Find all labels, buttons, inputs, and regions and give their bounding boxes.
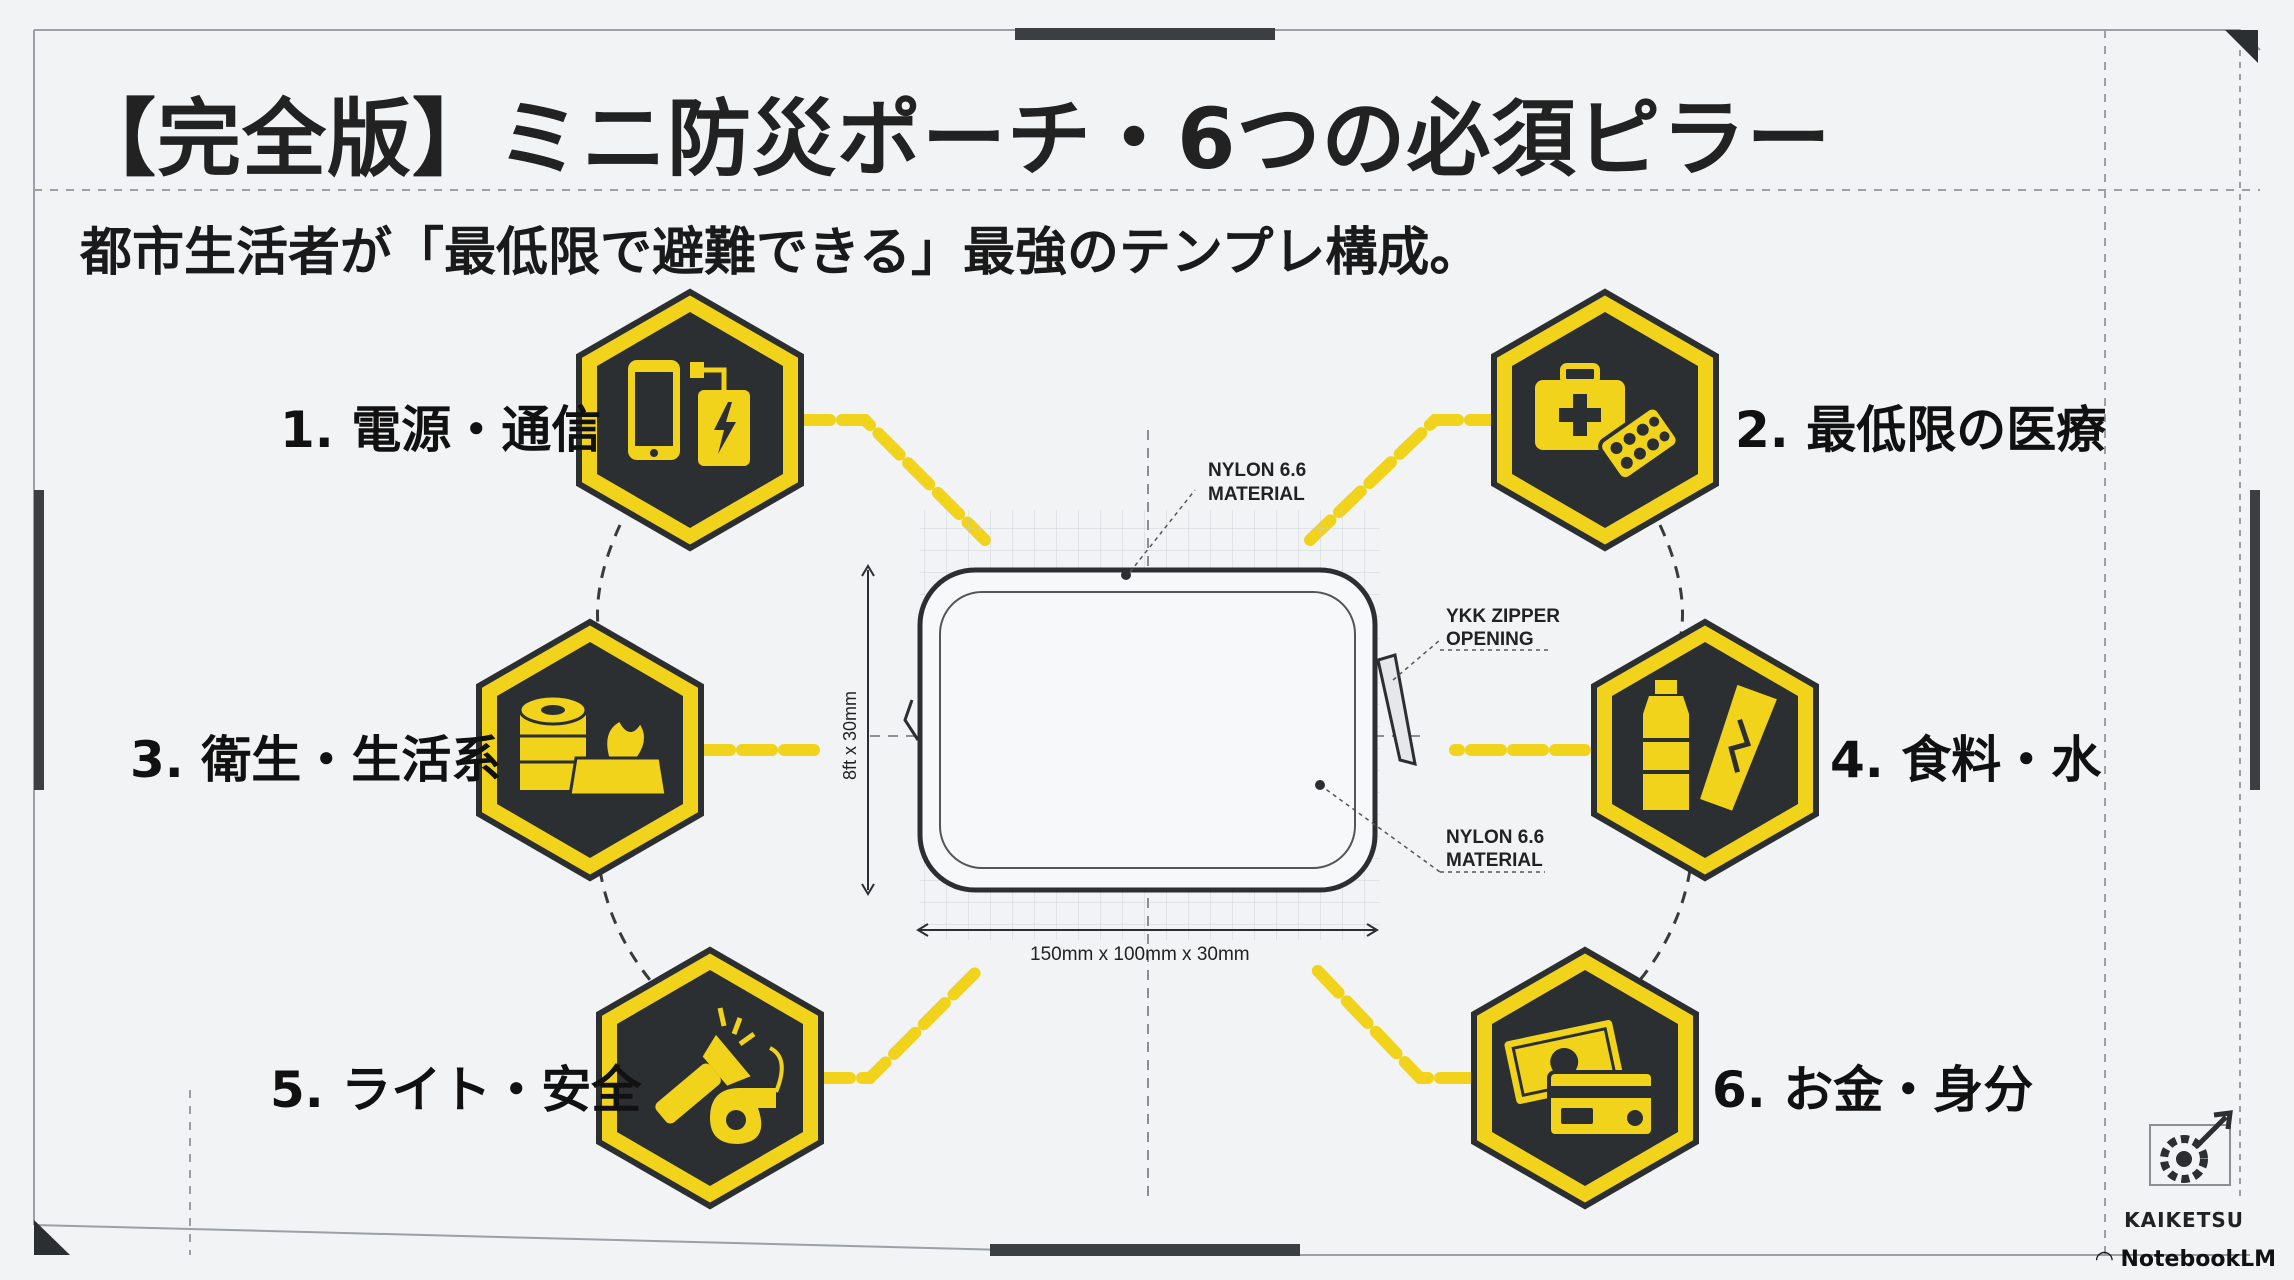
zipper-label-1: YKK ZIPPER xyxy=(1446,606,1560,627)
pillar-hex-2 xyxy=(1494,292,1716,548)
page-subtitle: 都市生活者が「最低限で避難できる」最強のテンプレ構成。 xyxy=(80,223,1482,283)
material-top-label-2: MATERIAL xyxy=(1208,484,1305,505)
phone-battery-icon xyxy=(628,360,750,466)
zipper-pull xyxy=(1376,653,1417,767)
dimension-bottom-label: 150mm x 100mm x 30mm xyxy=(1030,944,1250,965)
page-title: 【完全版】ミニ防災ポーチ・6つの必須ピラー xyxy=(72,90,1832,188)
zipper-label-2: OPENING xyxy=(1446,629,1534,650)
kaiketsu-logo-icon xyxy=(2149,1110,2233,1186)
pillar-hex-4 xyxy=(1594,622,1816,878)
brand-name: KAIKETSU xyxy=(2124,1208,2244,1232)
pouch-outline xyxy=(917,567,1378,893)
left-bar-accent xyxy=(34,490,44,790)
corner-triangle xyxy=(2225,30,2258,63)
yellow-connectors xyxy=(694,414,1591,1084)
material-top-label-1: NYLON 6.6 xyxy=(1208,460,1306,481)
notebooklm-icon: ◠ xyxy=(2095,1247,2113,1272)
bottom-bar-accent xyxy=(990,1244,1300,1256)
tissue-roll-icon xyxy=(518,694,668,797)
water-bottle-snack-icon xyxy=(1643,680,1777,811)
pillar-label-6: 6. お金・身分 xyxy=(1712,1061,2034,1119)
pillar-hex-3 xyxy=(479,622,701,878)
pillar-label-4: 4. 食料・水 xyxy=(1830,731,2102,789)
pillar-label-3: 3. 衛生・生活系 xyxy=(130,731,502,789)
material-bottom-label-1: NYLON 6.6 xyxy=(1446,827,1544,848)
corner-triangle xyxy=(34,1220,70,1255)
pillar-label-5: 5. ライト・安全 xyxy=(270,1061,642,1119)
dimension-side-label: 8ft x 30mm xyxy=(840,691,860,780)
first-aid-pills-icon xyxy=(1535,363,1680,482)
flashlight-whistle-icon xyxy=(655,1007,784,1144)
pillar-hex-6 xyxy=(1474,950,1696,1206)
pillar-hex-1 xyxy=(579,292,801,548)
brand-block: KAIKETSU xyxy=(2124,1208,2244,1232)
pillar-label-1: 1. 電源・通信 xyxy=(280,401,602,459)
footer-brand: ◠ NotebookLM xyxy=(2096,1247,2276,1272)
material-bottom-label-2: MATERIAL xyxy=(1446,850,1543,871)
right-bar-accent xyxy=(2250,490,2260,790)
cash-card-icon xyxy=(1504,1019,1655,1138)
footer-brand-text: NotebookLM xyxy=(2120,1247,2276,1272)
pillar-hex-5 xyxy=(599,950,821,1206)
pouch-blueprint xyxy=(861,430,1550,1200)
pillar-label-2: 2. 最低限の医療 xyxy=(1735,401,2107,459)
top-bar-accent xyxy=(1015,28,1275,40)
